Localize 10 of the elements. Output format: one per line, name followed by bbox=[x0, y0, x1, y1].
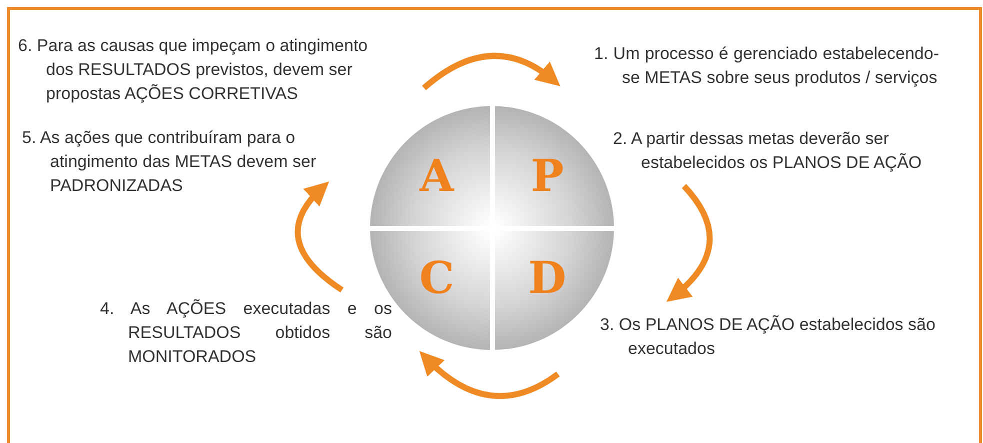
step-description: 5. As ações que contribuíram para o atingimento das METAS devem ser PADRONIZADAS bbox=[22, 127, 318, 197]
phase-letter: P bbox=[530, 154, 564, 199]
phase-letter: D bbox=[528, 257, 566, 302]
step-description: 1. Um processo é gerenciado estabelecendo-se METAS sobre seus produtos / serviços bbox=[594, 43, 939, 89]
phase-letter: A bbox=[420, 154, 454, 199]
step-description: 6. Para as causas que impeçam o atingimento dos RESULTADOS previstos, devem ser propostas AÇÕES CORRETIVAS bbox=[18, 35, 369, 105]
step-description: 3. Os PLANOS DE AÇÃO estabelecidos são executados bbox=[600, 314, 936, 360]
step-description: 2. A partir dessas metas deverão ser estabelecidos os PLANOS DE AÇÃO bbox=[613, 128, 923, 174]
phase-letter: C bbox=[419, 257, 454, 302]
step-description: 4. As AÇÕES executadas e os RESULTADOS obtidos são MONITORADOS bbox=[100, 298, 392, 368]
